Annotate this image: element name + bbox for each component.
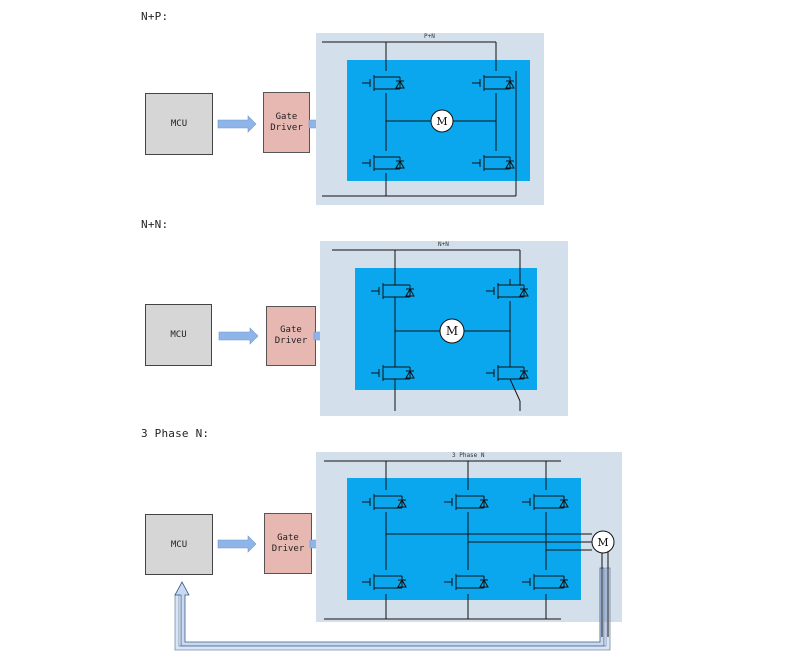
motor-icon — [439, 318, 465, 344]
section-label-n-p: N+P: — [141, 10, 169, 23]
section-label-n-n: N+N: — [141, 218, 169, 231]
bus-label: N+N — [438, 241, 449, 248]
bus-label: 3 Phase N — [452, 452, 485, 459]
bus-label: P+N — [424, 33, 435, 40]
mcu-label: MCU — [170, 330, 187, 340]
gate-driver-label: Gate Driver — [274, 325, 308, 346]
mcu-block: MCU — [145, 514, 213, 575]
feedback-arrow — [174, 567, 611, 651]
motor-icon — [591, 530, 615, 554]
gate-driver-label: Gate Driver — [271, 532, 305, 554]
mosfet-group — [371, 279, 529, 402]
mosfet-group — [362, 494, 569, 590]
three-phase-bridge-circuit: M — [324, 460, 615, 637]
motor-label: M — [597, 536, 608, 549]
h-bridge-circuit: M — [332, 249, 529, 411]
mcu-label: MCU — [170, 539, 188, 550]
motor-icon — [430, 109, 454, 133]
arrow-mcu-to-gate — [218, 327, 259, 345]
h-bridge-circuit: M — [322, 41, 517, 197]
arrow-mcu-to-gate — [217, 115, 257, 133]
mcu-block: MCU — [145, 93, 213, 155]
gate-driver-label: Gate Driver — [270, 111, 303, 133]
mosfet-group — [362, 75, 515, 171]
arrow-mcu-to-gate — [217, 535, 257, 553]
mcu-label: MCU — [170, 119, 188, 129]
gate-driver-block: Gate Driver — [263, 92, 310, 153]
gate-driver-block: Gate Driver — [266, 306, 316, 366]
motor-label: M — [446, 324, 458, 338]
mcu-block: MCU — [145, 304, 212, 366]
section-label-3-phase: 3 Phase N: — [141, 427, 210, 440]
motor-label: M — [436, 115, 447, 128]
